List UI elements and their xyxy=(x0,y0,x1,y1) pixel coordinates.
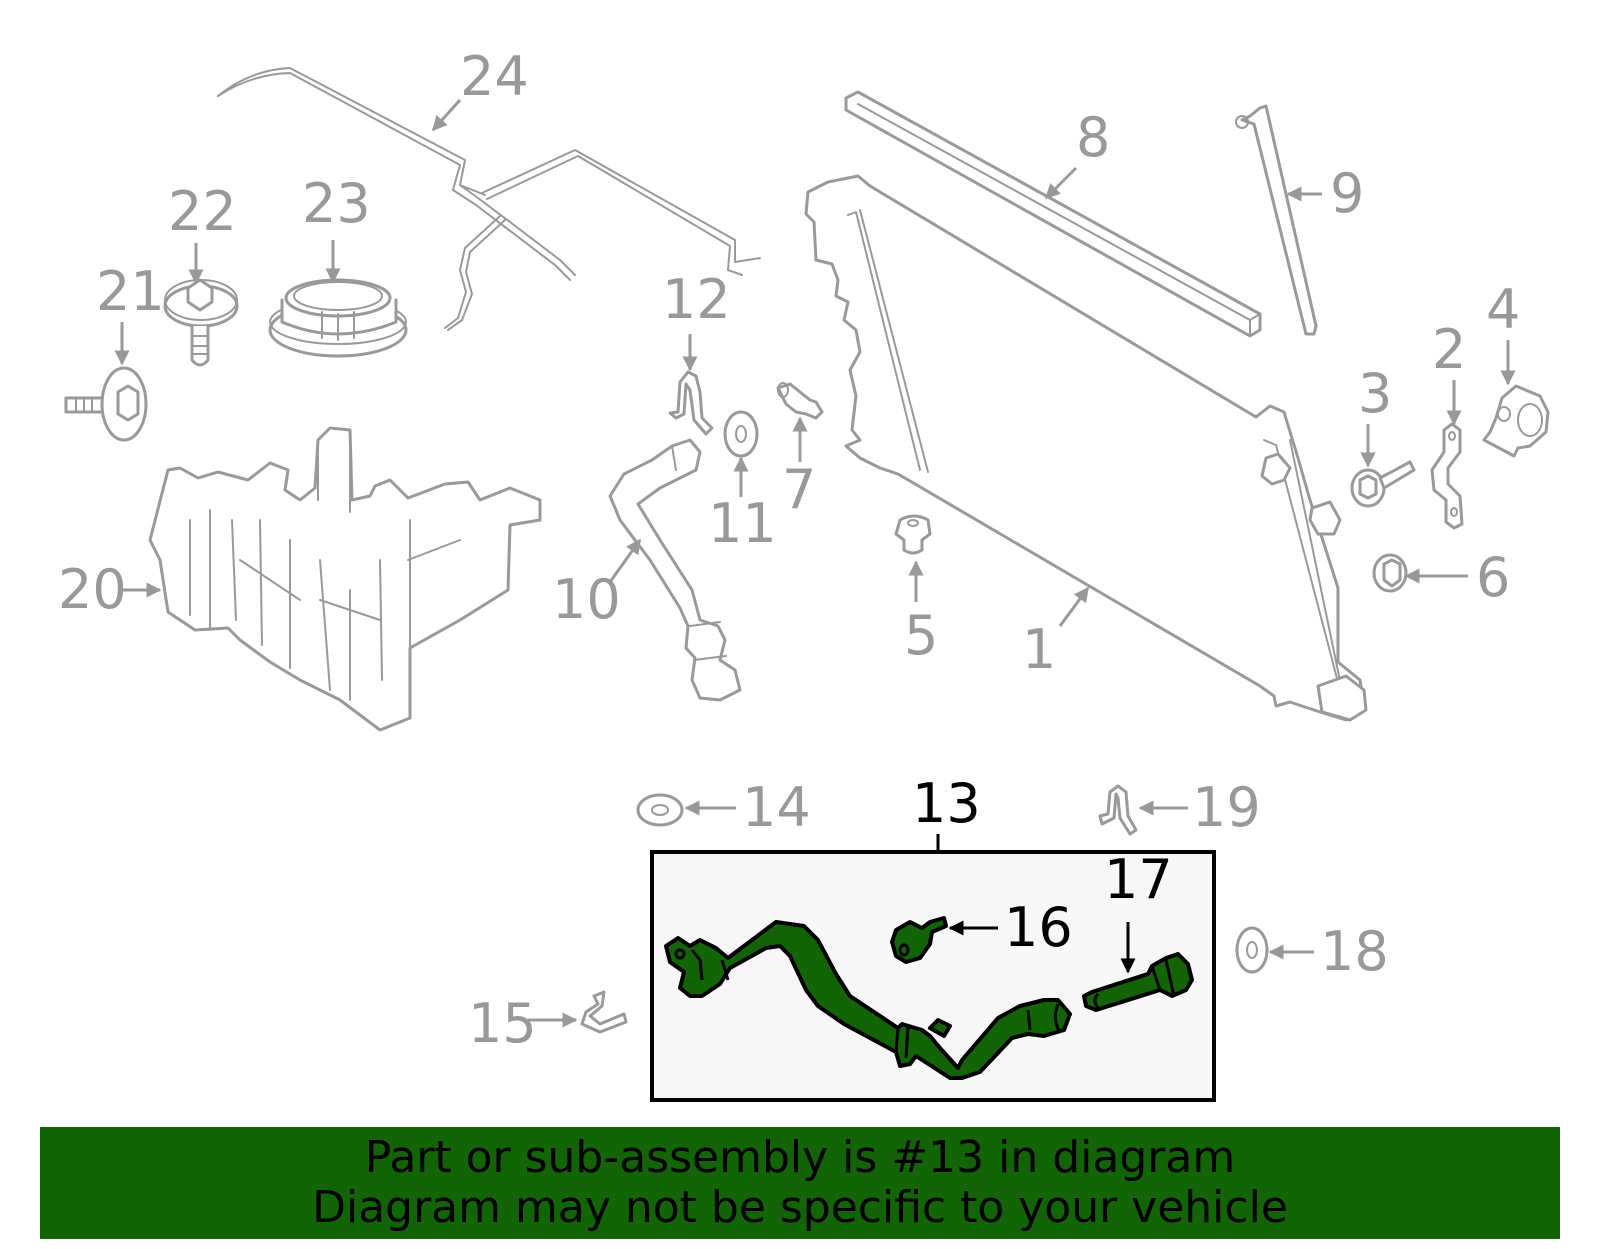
label-1: 1 xyxy=(1022,618,1056,681)
part-9-rod[interactable] xyxy=(1235,104,1318,336)
part-7-connector[interactable] xyxy=(776,382,824,420)
label-15: 15 xyxy=(468,992,537,1055)
part-12-clip[interactable] xyxy=(668,370,714,436)
leader-1 xyxy=(1058,586,1090,627)
part-17-connector[interactable] xyxy=(1082,952,1194,1012)
label-2: 2 xyxy=(1432,318,1466,381)
label-8: 8 xyxy=(1076,106,1110,169)
part-24-tube[interactable] xyxy=(217,67,761,331)
label-18: 18 xyxy=(1320,920,1389,983)
part-16-bleeder[interactable] xyxy=(890,916,948,964)
label-24: 24 xyxy=(460,45,529,108)
banner-line-disclaimer: Diagram may not be specific to your vehi… xyxy=(312,1182,1288,1233)
label-12: 12 xyxy=(662,268,731,331)
banner-line-part: Part or sub-assembly is #13 in diagram xyxy=(364,1132,1236,1183)
part-3-bolt[interactable] xyxy=(1350,460,1416,508)
part-1-radiator[interactable] xyxy=(804,174,1368,722)
label-11: 11 xyxy=(708,492,777,555)
part-4-bushing[interactable] xyxy=(1482,384,1550,458)
part-10-hose[interactable] xyxy=(608,438,742,702)
label-23: 23 xyxy=(302,172,371,235)
part-18-washer[interactable] xyxy=(1235,926,1269,974)
part-22-bolt[interactable] xyxy=(163,278,239,367)
part-20-reservoir[interactable] xyxy=(148,426,542,732)
label-20: 20 xyxy=(58,558,127,621)
part-23-cap[interactable] xyxy=(268,278,408,358)
part-8-seal[interactable] xyxy=(844,90,1262,338)
label-21: 21 xyxy=(96,260,165,323)
part-15-clip[interactable] xyxy=(580,990,628,1034)
part-6-nut[interactable] xyxy=(1372,553,1408,593)
part-2-bracket[interactable] xyxy=(1430,422,1464,530)
part-13-hose-assembly[interactable] xyxy=(664,920,1072,1080)
leader-10 xyxy=(608,538,642,583)
part-11-washer[interactable] xyxy=(723,410,759,458)
label-4: 4 xyxy=(1486,278,1520,341)
label-22: 22 xyxy=(168,180,237,243)
label-5: 5 xyxy=(904,604,938,667)
info-banner: Part or sub-assembly is #13 in diagram D… xyxy=(40,1127,1560,1239)
part-5-grommet[interactable] xyxy=(894,514,932,555)
part-21-bolt[interactable] xyxy=(64,366,148,442)
part-19-clip[interactable] xyxy=(1098,784,1138,836)
label-13: 13 xyxy=(912,772,981,835)
label-7: 7 xyxy=(782,458,816,521)
label-6: 6 xyxy=(1476,546,1510,609)
label-16: 16 xyxy=(1004,896,1073,959)
label-10: 10 xyxy=(552,568,621,631)
label-17: 17 xyxy=(1104,848,1173,911)
label-19: 19 xyxy=(1192,776,1261,839)
label-14: 14 xyxy=(742,776,811,839)
part-14-washer[interactable] xyxy=(636,793,684,827)
leader-24 xyxy=(431,98,462,132)
label-3: 3 xyxy=(1358,362,1392,425)
label-9: 9 xyxy=(1330,162,1364,225)
leader-8 xyxy=(1044,166,1078,200)
